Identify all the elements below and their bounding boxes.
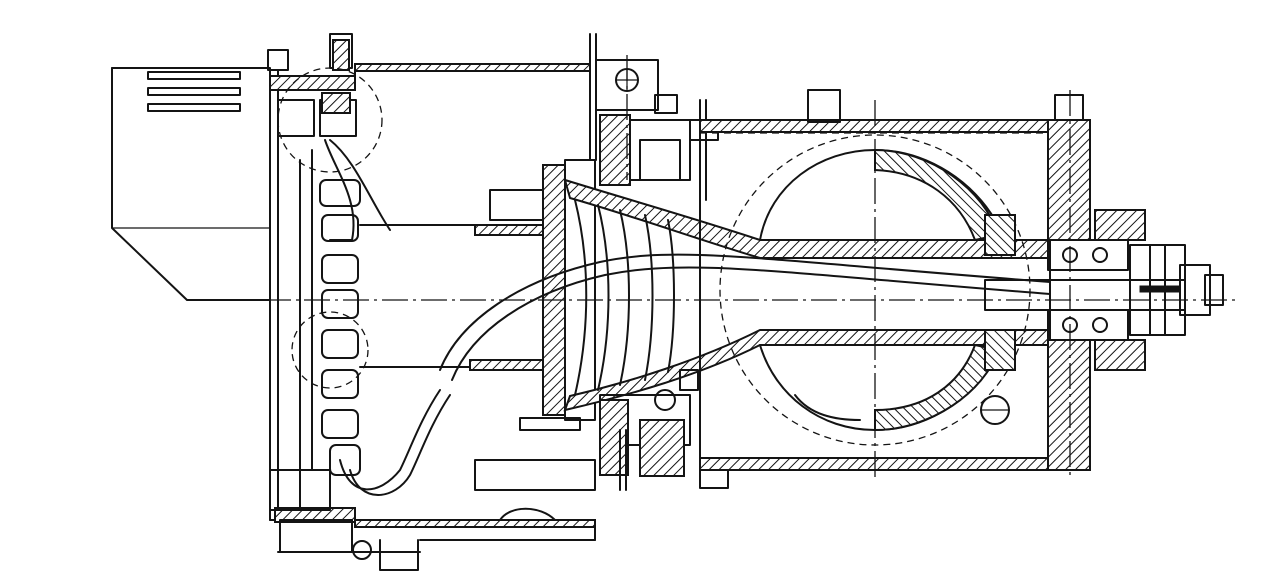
coupling-bolts [595,59,729,491]
center-lines [187,55,1240,480]
left-end-plate [267,33,421,560]
left-housing [111,67,276,521]
bearing-block [984,94,1224,471]
internal-mechanism [277,67,451,496]
